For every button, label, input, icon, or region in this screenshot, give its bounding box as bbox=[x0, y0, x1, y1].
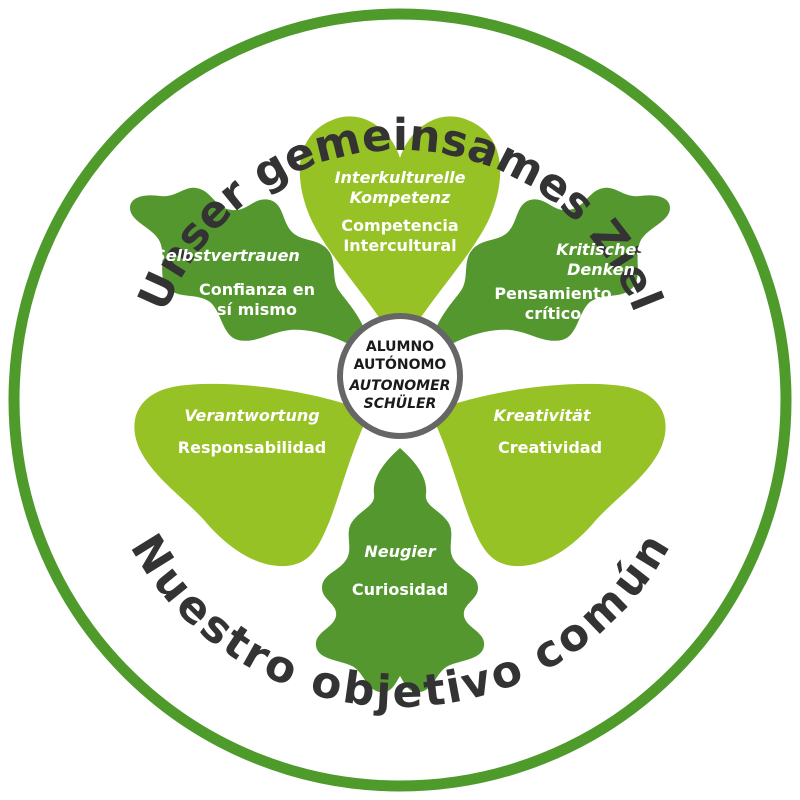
center-badge bbox=[337, 313, 463, 439]
confidence-de: Selbstvertrauen bbox=[154, 246, 300, 265]
responsibility-es: Responsabilidad bbox=[177, 438, 327, 457]
leaf-creativity bbox=[430, 383, 666, 567]
critical-de: Kritisches Denken bbox=[556, 240, 646, 279]
leaf-confidence bbox=[130, 187, 375, 362]
center-label: ALUMNO AUTÓNOMO AUTONOMER SCHÜLER bbox=[350, 339, 451, 413]
intercultural-es: Competencia Intercultural bbox=[341, 216, 459, 255]
leaf-intercultural bbox=[299, 116, 501, 351]
creativity-es: Creatividad bbox=[497, 438, 603, 457]
leaf-intercultural-label: Interkulturelle Kompetenz Competencia In… bbox=[335, 168, 466, 256]
critical-es: Pensamiento crítico bbox=[494, 284, 612, 323]
leaf-curiosity-label: Neugier Curiosidad bbox=[352, 542, 448, 600]
intercultural-de: Interkulturelle Kompetenz bbox=[334, 168, 466, 207]
center-es: ALUMNO AUTÓNOMO bbox=[353, 339, 447, 373]
leaf-critical-label: Kritisches Denken Pensamiento crítico bbox=[490, 240, 646, 324]
confidence-es: Confianza en sí mismo bbox=[198, 280, 316, 319]
creativity-de: Kreativität bbox=[493, 406, 591, 425]
leaf-critical bbox=[425, 187, 670, 362]
leaf-responsibility-label: Verantwortung Responsabilidad bbox=[178, 406, 326, 458]
center-de: AUTONOMER SCHÜLER bbox=[349, 378, 451, 412]
curiosity-es: Curiosidad bbox=[351, 580, 449, 599]
responsibility-de: Verantwortung bbox=[184, 406, 320, 425]
leaf-creativity-label: Kreativität Creatividad bbox=[493, 406, 603, 458]
leaf-confidence-label: Selbstvertrauen Confianza en sí mismo bbox=[154, 246, 316, 320]
leaf-curiosity bbox=[315, 448, 485, 693]
curiosity-de: Neugier bbox=[364, 542, 436, 561]
leaf-responsibility bbox=[134, 383, 370, 567]
